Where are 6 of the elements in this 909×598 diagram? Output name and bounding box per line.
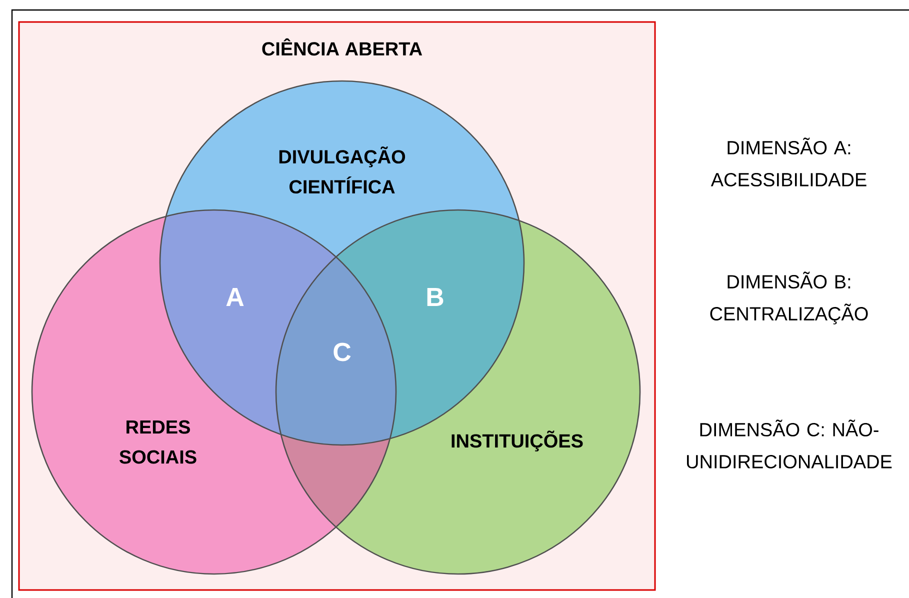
dimension-text: DIMENSÃO C: NÃO-UNIDIRECIONALIDADE [687,420,892,468]
region-letter: B [427,288,444,306]
region-letter: A [226,288,244,306]
dimension-text: DIMENSÃO B: CENTRALIZAÇÃO [710,272,868,324]
dimension-text: DIMENSÃO A: ACESSIBILIDADE [710,138,866,186]
region-letter: C [334,342,351,362]
